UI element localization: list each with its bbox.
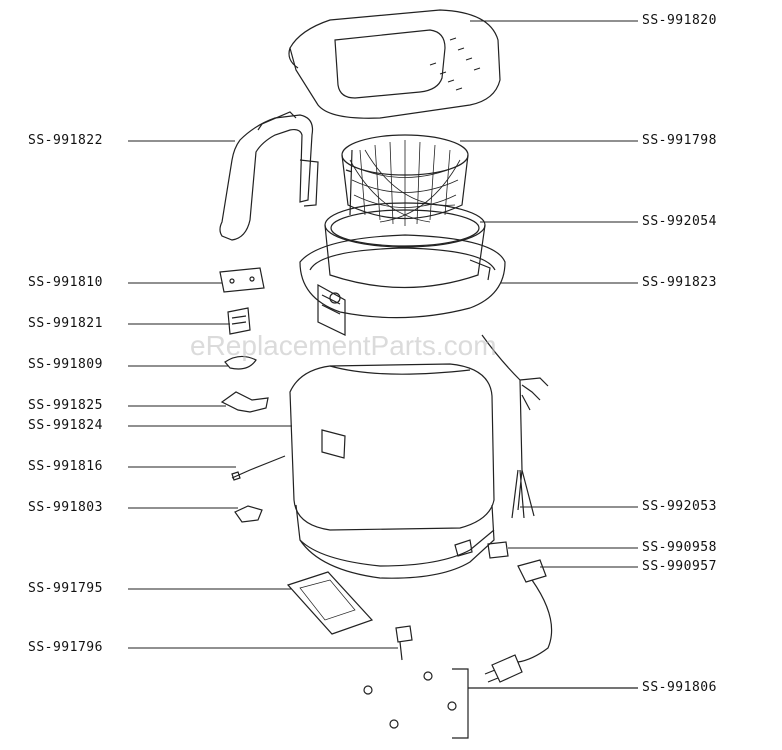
connector-part — [487, 541, 509, 559]
wiring-part — [481, 334, 549, 519]
label-clip: SS-991821 — [28, 316, 103, 331]
thermostat-part — [220, 391, 269, 413]
spring-clip-part — [224, 355, 257, 370]
label-outer-housing: SS-991824 — [28, 418, 103, 433]
basket-part — [341, 134, 469, 226]
leader-lines-left — [128, 140, 398, 649]
handle-plate-part — [219, 267, 265, 293]
switch-part — [395, 625, 413, 661]
lid-part — [288, 9, 501, 119]
power-plug-part — [484, 559, 553, 683]
label-sensor: SS-991816 — [28, 459, 103, 474]
watermark: eReplacementParts.com — [190, 330, 497, 361]
label-connector: SS-990958 — [642, 540, 717, 555]
label-feet: SS-991806 — [642, 680, 717, 695]
label-spring-clip: SS-991809 — [28, 357, 103, 372]
outer-housing-part — [289, 363, 495, 531]
terminal-part — [234, 505, 263, 523]
feet-bracket — [452, 668, 638, 739]
base-part — [295, 504, 495, 579]
label-filter-plate: SS-991795 — [28, 581, 103, 596]
leader-lines-right — [460, 20, 638, 568]
label-bowl: SS-992054 — [642, 214, 717, 229]
heating-rim-part — [299, 234, 506, 336]
handle-part — [219, 111, 319, 241]
clip-part — [227, 307, 251, 335]
label-terminal: SS-991803 — [28, 500, 103, 515]
label-handle-plate: SS-991810 — [28, 275, 103, 290]
label-handle: SS-991822 — [28, 133, 103, 148]
label-lid: SS-991820 — [642, 13, 717, 28]
bowl-part — [324, 202, 486, 289]
label-basket: SS-991798 — [642, 133, 717, 148]
filter-plate-part — [286, 571, 374, 635]
label-wiring: SS-992053 — [642, 499, 717, 514]
label-power-plug: SS-990957 — [642, 559, 717, 574]
label-switch: SS-991796 — [28, 640, 103, 655]
feet-part — [363, 671, 457, 729]
label-heating-rim: SS-991823 — [642, 275, 717, 290]
sensor-part — [231, 455, 286, 481]
label-thermostat: SS-991825 — [28, 398, 103, 413]
